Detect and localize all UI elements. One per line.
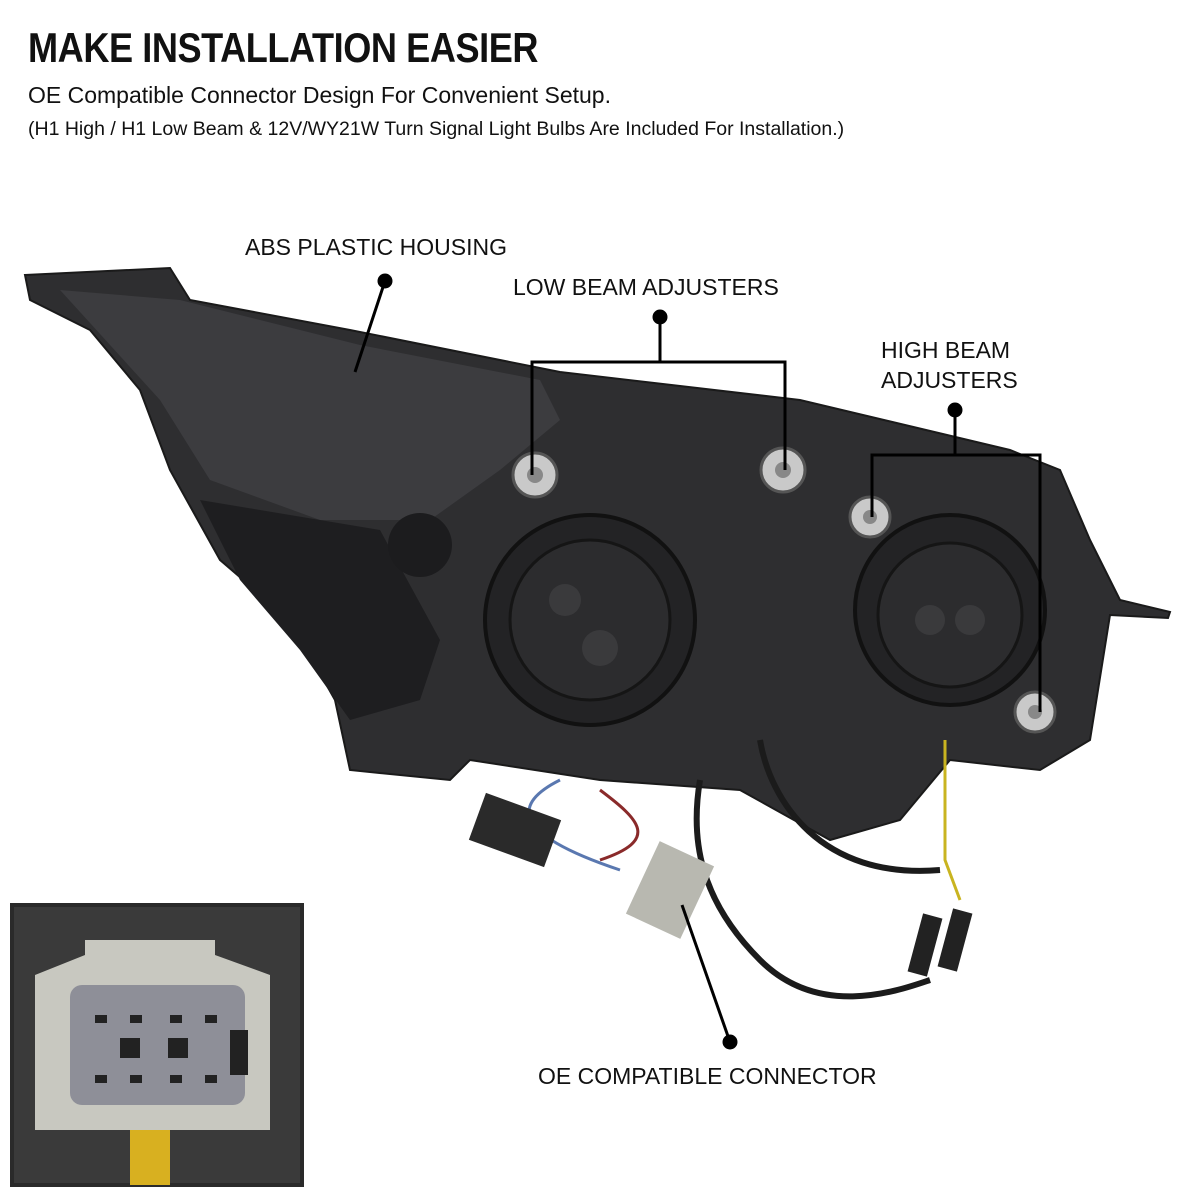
page-title: MAKE INSTALLATION EASIER [28,24,539,71]
callout-low-beam-adjusters: LOW BEAM ADJUSTERS [513,274,779,300]
callout-high-beam-line2: ADJUSTERS [881,367,1018,393]
subtitle: OE Compatible Connector Design For Conve… [28,82,611,108]
connector-closeup-inset [10,903,304,1187]
included-bulbs-note: (H1 High / H1 Low Beam & 12V/WY21W Turn … [28,118,845,140]
bulb-connector [468,792,562,868]
adjuster-nuts [511,446,1057,734]
callout-abs-plastic-housing: ABS PLASTIC HOUSING [245,234,508,260]
oe-connector [625,841,715,939]
callout-oe-compatible-connector: OE COMPATIBLE CONNECTOR [538,1063,877,1089]
callout-high-beam-line1: HIGH BEAM [881,337,1011,363]
callout-lines [353,273,1042,1050]
